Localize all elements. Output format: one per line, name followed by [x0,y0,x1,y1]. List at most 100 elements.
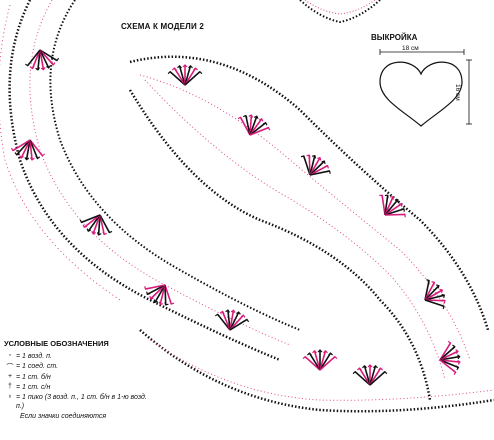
legend-item: † = 1 ст. с/н [4,383,154,392]
stitch-fan [439,340,461,376]
stitch-mark [439,359,460,363]
stitch-mark [369,371,386,386]
stitch-mark [308,155,311,176]
stitch-mark [369,367,382,386]
stitch-mark [319,356,336,371]
legend-item: ♁ = 1 пико (3 возд. п., 1 ст. б/н в 1-ю … [4,393,154,411]
stitch-tip [441,293,446,299]
stitch-mark [309,155,316,176]
stitch-mark [249,126,269,136]
stitch-mark [439,350,459,361]
stitch-mark [308,352,321,371]
stitch-mark [309,157,321,176]
stitch-mark [384,208,405,216]
legend-item: ⌒ = 1 соед. ст. [4,362,154,372]
stitch-tip [367,364,373,368]
stitch-tip [146,291,151,296]
stitch-tip [401,208,405,212]
stitch-tip [225,309,231,313]
stitch-mark [239,117,251,136]
stitch-tip [302,355,308,360]
legend-item: + = 1 ст. б/н [4,373,154,382]
stitch-tip [452,344,456,350]
stitch-tip [91,230,96,235]
stitch-tip [435,284,440,289]
stitch-tip [426,279,430,284]
stitch-mark [384,199,399,216]
stitch-mark [39,49,58,62]
stitch-mark [29,139,43,157]
stitch-mark [27,49,41,67]
stitch-fan [79,214,113,236]
legend-item-text: = 1 ст. б/н [16,374,51,381]
stitch-mark [97,214,101,235]
double-crochet-icon: † [8,383,12,390]
stitch-mark [439,355,460,361]
stitch-tip [14,152,20,156]
stitch-tip [254,115,259,120]
stitch-tip [82,224,88,229]
stitch-tip [144,286,149,290]
stitch-tip [300,155,306,159]
stitch-mark [358,367,371,386]
stitch-tip [379,194,383,199]
stitch-mark [16,139,31,156]
stitch-mark [249,122,267,136]
stitch-tip [447,340,452,346]
stitch-mark [363,365,371,386]
stitch-tip [214,313,220,317]
stitch-tip [158,301,164,306]
stitch-mark [424,299,445,302]
legend-item-text: = 1 соед. ст. [16,363,59,370]
stitch-tip [326,170,331,174]
stitch-mark [39,49,54,66]
stitch-mark [439,346,456,361]
stitch-mark [227,310,231,331]
stitch-tip [164,302,169,306]
stitch-mark [159,284,166,305]
stitch-mark [424,294,445,301]
stitch-mark [39,49,50,69]
stitch-tip [243,114,248,119]
stitch-tip [258,118,264,122]
stitch-mark [29,139,33,160]
stitch-mark [173,67,186,86]
legend-item-text: = 1 возд. п. [16,353,52,360]
stitch-mark [83,214,101,228]
stitch-mark [164,284,167,305]
legend-heading: УСЛОВНЫЕ ОБОЗНАЧЕНИЯ [4,339,109,348]
bottom-band [139,329,494,413]
stitch-tip [24,157,30,161]
stitch-tip [79,219,85,224]
stitch-mark [245,115,251,136]
stitch-tip [19,155,24,159]
stitch-tip [352,370,358,375]
stitch-mark [439,359,459,369]
stitch-fan [379,194,406,218]
stitch-mark [384,203,403,216]
stitch-mark [249,118,263,136]
stitch-tip [453,370,457,376]
stitch-tip [244,318,250,323]
stitch-tip [328,352,334,356]
stitch-mark [384,196,394,216]
stitch-fan [352,364,388,386]
stitch-tip [384,194,389,199]
stitch-mark [184,67,197,86]
stitch-tip [86,228,92,232]
stitch-tip [167,70,173,75]
stitch-tip [182,64,188,68]
stitch-mark [229,311,240,331]
stitch-fan [24,49,60,71]
stitch-mark [31,49,41,69]
stitch-tip [153,299,158,304]
stitch-mark [229,314,244,331]
stitch-mark [92,214,101,235]
top-border [299,0,381,24]
stitch-tip [441,304,445,310]
stitch-fan [144,284,175,306]
stitch-tip [169,301,175,305]
stitch-mark [99,214,111,233]
stitch-mark [20,139,31,159]
